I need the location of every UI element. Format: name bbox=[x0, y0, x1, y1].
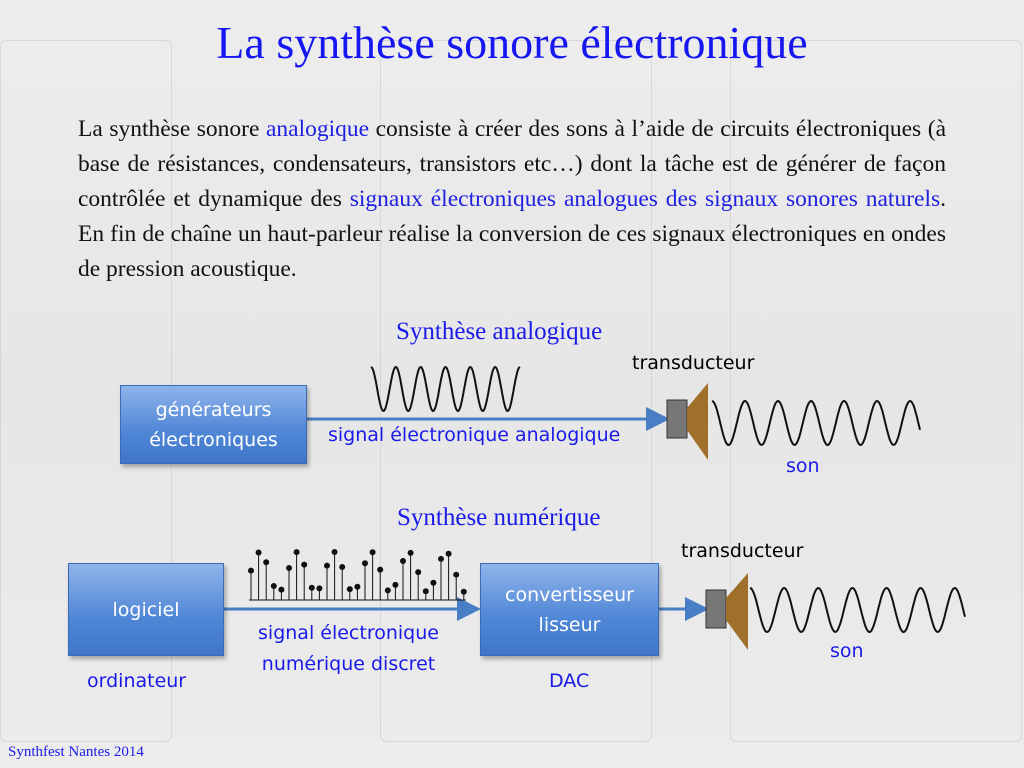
box-line: générateurs bbox=[155, 398, 272, 421]
sound-wave bbox=[711, 399, 921, 447]
label-line: numérique discret bbox=[261, 653, 436, 675]
intro-paragraph: La synthèse sonore analogique consiste à… bbox=[78, 112, 946, 287]
footer: Synthfest Nantes 2014 bbox=[8, 744, 144, 760]
sample-point bbox=[362, 560, 368, 567]
background-panel bbox=[730, 40, 1022, 742]
sample-point bbox=[430, 579, 437, 586]
computer-label: ordinateur bbox=[87, 670, 187, 692]
sample-point bbox=[301, 561, 308, 568]
sample-point bbox=[286, 565, 292, 572]
sample-point bbox=[438, 555, 444, 562]
text: La synthèse sonore bbox=[78, 116, 266, 142]
digital-signal-label: signal électronique numérique discret bbox=[236, 618, 461, 680]
digital-heading: Synthèse numérique bbox=[397, 504, 601, 531]
sample-point bbox=[248, 567, 254, 574]
digital-transducer-label: transducteur bbox=[681, 540, 804, 562]
sample-point bbox=[369, 549, 376, 556]
sample-point bbox=[270, 583, 277, 590]
analog-sound-label: son bbox=[786, 455, 820, 477]
sample-point bbox=[460, 588, 467, 595]
sample-point bbox=[384, 587, 391, 594]
sample-point bbox=[255, 549, 262, 556]
software-box: logiciel bbox=[68, 563, 224, 656]
dac-label: DAC bbox=[549, 670, 590, 692]
discrete-signal-plot bbox=[248, 549, 467, 601]
speaker-icon bbox=[705, 573, 748, 650]
sample-point bbox=[278, 586, 285, 593]
analog-sine-wave bbox=[370, 365, 521, 413]
sample-point bbox=[308, 584, 315, 591]
sample-point bbox=[339, 564, 346, 571]
analog-heading: Synthèse analogique bbox=[396, 318, 603, 345]
sample-point bbox=[331, 549, 338, 556]
sample-point bbox=[415, 569, 422, 576]
sample-point bbox=[400, 557, 406, 564]
sample-point bbox=[392, 581, 399, 588]
box-line: électroniques bbox=[149, 428, 278, 451]
generators-box: générateurs électroniques bbox=[120, 385, 307, 464]
sample-point bbox=[346, 586, 353, 593]
sample-point bbox=[422, 588, 429, 595]
sample-point bbox=[354, 583, 361, 590]
dac-box: convertisseur lisseur bbox=[480, 563, 659, 656]
sample-point bbox=[293, 549, 300, 556]
sample-point bbox=[316, 585, 323, 592]
sample-point bbox=[324, 562, 330, 569]
sample-point bbox=[377, 566, 384, 573]
highlight-analogique: analogique bbox=[265, 116, 370, 142]
speaker-icon bbox=[666, 383, 708, 460]
sample-point bbox=[453, 571, 460, 578]
analog-transducer-label: transducteur bbox=[632, 352, 755, 374]
box-line: convertisseur bbox=[505, 583, 634, 606]
sound-wave bbox=[749, 586, 966, 634]
text: consiste à créer des sons à l’aide de ci… bbox=[78, 116, 946, 212]
sample-point bbox=[263, 559, 270, 566]
slide-title: La synthèse sonore électronique bbox=[216, 17, 808, 68]
sample-point bbox=[445, 550, 452, 557]
highlight-signaux: signaux électroniques analogues des sign… bbox=[349, 186, 941, 212]
sample-point bbox=[407, 549, 414, 556]
digital-sound-label: son bbox=[830, 640, 864, 662]
box-line: lisseur bbox=[538, 613, 601, 636]
background-panel bbox=[380, 40, 652, 742]
text: . En fin de chaîne un haut-parleur réali… bbox=[78, 186, 947, 282]
analog-signal-label: signal électronique analogique bbox=[328, 424, 621, 446]
label-line: signal électronique bbox=[258, 622, 439, 644]
